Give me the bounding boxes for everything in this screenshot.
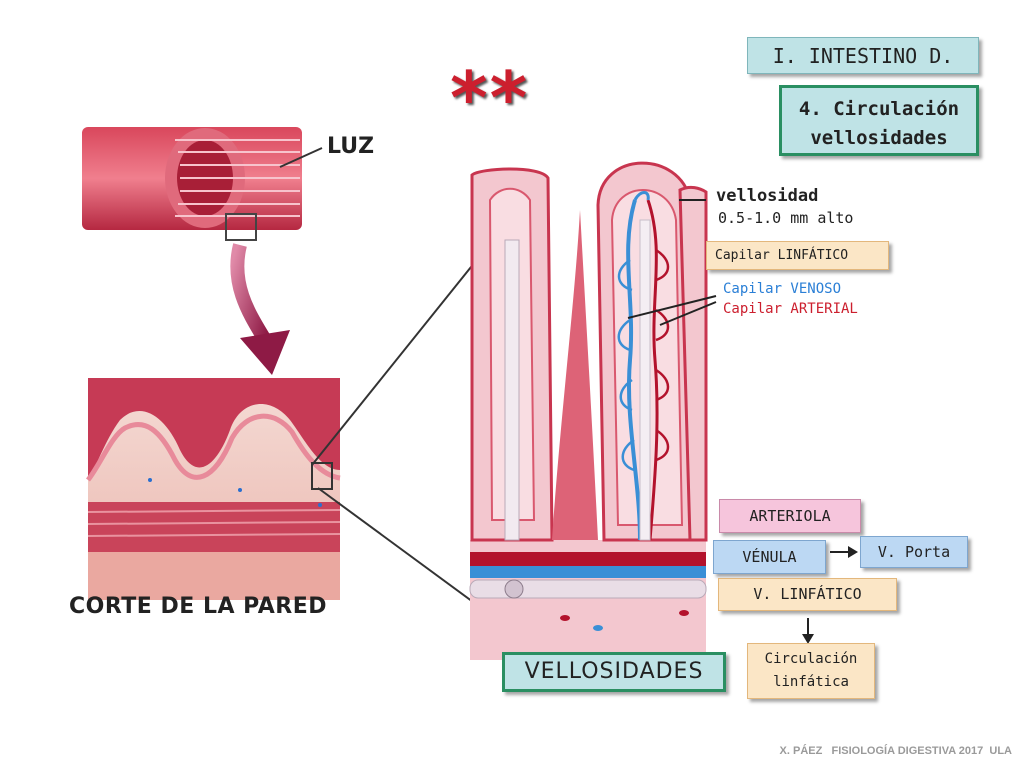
stars-mark: ** xyxy=(450,56,530,140)
capilar-venoso-label: Capilar VENOSO xyxy=(723,281,842,297)
topic-box: 4. Circulación vellosidades xyxy=(779,85,979,156)
intestine-tube xyxy=(82,127,323,241)
circulacion-line-2: linfática xyxy=(773,674,849,690)
circulacion-linfatica-box: Circulación linfática xyxy=(747,643,875,699)
v-porta-label: V. Porta xyxy=(877,543,951,561)
wall-section xyxy=(86,378,341,600)
circulacion-line-1: Circulación xyxy=(764,651,858,667)
pointer-lines xyxy=(627,199,717,326)
section-title: I. INTESTINO D. xyxy=(772,44,954,68)
topic-line-2: vellosidades xyxy=(810,127,948,149)
venula-box: VÉNULA xyxy=(713,540,826,574)
topic-line-1: 4. Circulación xyxy=(798,98,960,120)
v-porta-box: V. Porta xyxy=(860,536,968,568)
v-linfatico-box: V. LINFÁTICO xyxy=(718,578,897,611)
vellosidad-label: vellosidad xyxy=(716,186,819,206)
footer-credit: X. PÁEZ FISIOLOGÍA DIGESTIVA 2017 ULA xyxy=(779,745,1012,757)
arteriola-box: ARTERIOLA xyxy=(719,499,861,533)
v-linfatico-label: V. LINFÁTICO xyxy=(753,585,862,603)
vellosidad-size: 0.5-1.0 mm alto xyxy=(718,209,854,227)
flow-arrows xyxy=(802,546,858,644)
zoom-arrow xyxy=(230,243,290,375)
vellosidades-label: VELLOSIDADES xyxy=(524,659,704,684)
capilar-linfatico-label: Capilar LINFÁTICO xyxy=(715,248,849,263)
villi-block xyxy=(469,161,708,660)
capilar-arterial-label: Capilar ARTERIAL xyxy=(723,301,858,317)
vellosidades-box: VELLOSIDADES xyxy=(502,652,726,692)
arteriola-label: ARTERIOLA xyxy=(749,507,831,525)
capilar-linfatico-box: Capilar LINFÁTICO xyxy=(706,241,889,270)
section-badge: I. INTESTINO D. xyxy=(747,37,979,74)
venula-label: VÉNULA xyxy=(742,548,797,566)
luz-label: LUZ xyxy=(327,134,375,159)
corte-label: CORTE DE LA PARED xyxy=(69,594,328,619)
